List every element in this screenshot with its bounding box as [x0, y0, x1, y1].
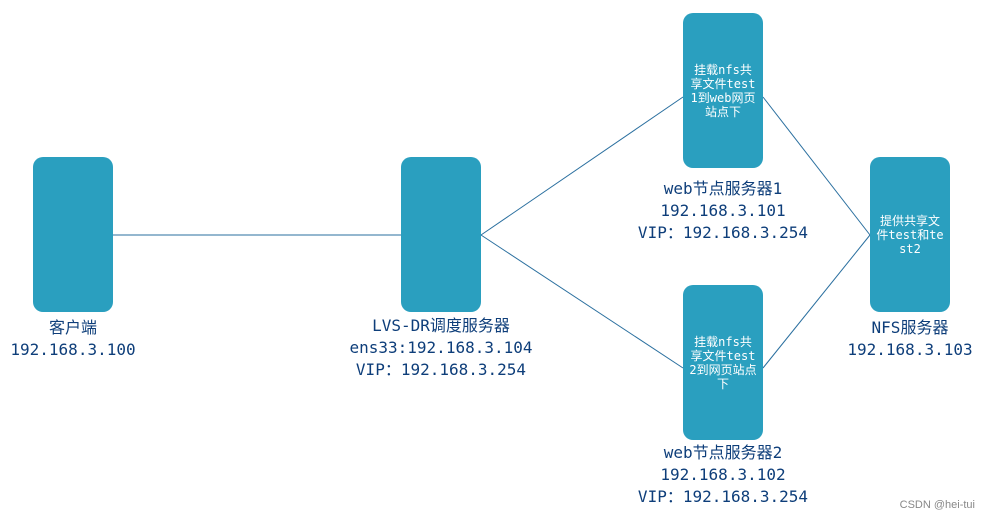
nfs-node-text: 提供共享文件test和test2 [876, 213, 944, 256]
web1-name: web节点服务器1 [663, 179, 783, 198]
web1-node-text: 挂载nfs共享文件test1到web网页站点下 [690, 62, 756, 119]
client-node [33, 157, 113, 312]
web2-label: web节点服务器2 192.168.3.102 VIP：192.168.3.25… [638, 442, 808, 508]
link-web2-nfs [762, 234, 871, 369]
watermark: CSDN @hei-tui [899, 499, 975, 511]
nfs-ip: 192.168.3.103 [847, 340, 973, 359]
web2-vip: VIP：192.168.3.254 [637, 487, 809, 506]
web2-node-text: 挂载nfs共享文件test2到网页站点下 [689, 334, 757, 391]
link-lvs-web1 [480, 96, 684, 236]
web2-node: 挂载nfs共享文件test2到网页站点下 [683, 285, 763, 440]
lvs-ens33: ens33:192.168.3.104 [349, 338, 533, 357]
client-label: 客户端 192.168.3.100 [10, 317, 135, 361]
web1-vip: VIP：192.168.3.254 [637, 223, 809, 242]
web1-node: 挂载nfs共享文件test1到web网页站点下 [683, 13, 763, 168]
web1-ip: 192.168.3.101 [660, 201, 786, 220]
nfs-node: 提供共享文件test和test2 [870, 157, 950, 312]
lvs-vip: VIP：192.168.3.254 [355, 360, 527, 379]
client-name: 客户端 [48, 318, 98, 337]
client-ip: 192.168.3.100 [10, 340, 136, 359]
web2-name: web节点服务器2 [663, 443, 783, 462]
lvs-label: LVS-DR调度服务器 ens33:192.168.3.104 VIP：192.… [349, 315, 532, 381]
link-web1-nfs [762, 96, 871, 236]
lvs-name: LVS-DR调度服务器 [372, 316, 510, 335]
web2-ip: 192.168.3.102 [660, 465, 786, 484]
lvs-node [401, 157, 481, 312]
nfs-label: NFS服务器 192.168.3.103 [847, 317, 972, 361]
web1-label: web节点服务器1 192.168.3.101 VIP：192.168.3.25… [638, 178, 808, 244]
link-lvs-web2 [480, 234, 684, 369]
nfs-name: NFS服务器 [871, 318, 949, 337]
